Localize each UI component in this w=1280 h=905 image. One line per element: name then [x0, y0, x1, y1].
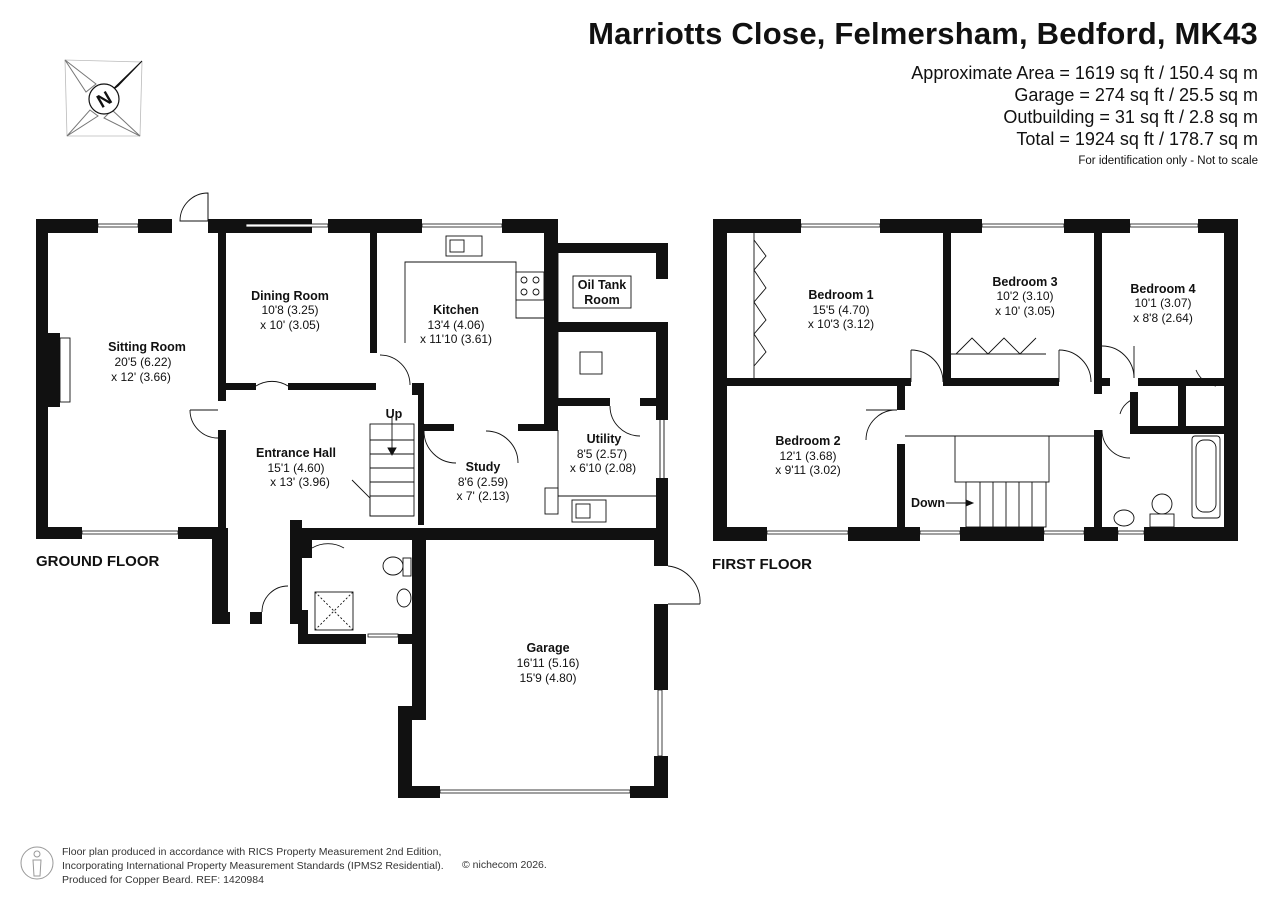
- room-kitchen-name: Kitchen: [433, 303, 479, 317]
- footer-copyright: © nichecom 2026.: [462, 859, 547, 871]
- compass-icon: N: [64, 59, 143, 137]
- area-outbuilding: Outbuilding = 31 sq ft / 2.8 sq m: [1003, 107, 1258, 127]
- room-study-dim2: x 7' (2.13): [457, 489, 510, 503]
- room-study-dim1: 8'6 (2.59): [458, 475, 508, 489]
- ground-floor-label: GROUND FLOOR: [36, 553, 160, 570]
- room-entrance-dim1: 15'1 (4.60): [268, 461, 325, 475]
- footer-line-2: Incorporating International Property Mea…: [62, 860, 444, 872]
- room-bed4-dim2: x 8'8 (2.64): [1133, 311, 1193, 325]
- area-approx: Approximate Area = 1619 sq ft / 150.4 sq…: [911, 63, 1258, 83]
- footer-line-3: Produced for Copper Beard. REF: 1420984: [62, 874, 264, 886]
- room-utility-dim2: x 6'10 (2.08): [570, 461, 636, 475]
- first-floor-details: [753, 233, 1221, 528]
- room-entrance-dim2: x 13' (3.96): [270, 475, 330, 489]
- room-utility-name: Utility: [587, 432, 622, 446]
- first-floor-label: FIRST FLOOR: [712, 556, 812, 573]
- room-bed1-dim2: x 10'3 (3.12): [808, 317, 874, 331]
- room-sitting-name: Sitting Room: [108, 340, 186, 354]
- scale-note: For identification only - Not to scale: [1078, 155, 1258, 167]
- ground-floor-walls: [36, 219, 668, 798]
- room-utility-dim1: 8'5 (2.57): [577, 447, 627, 461]
- ground-floor-details: [59, 192, 701, 706]
- footer-text: Floor plan produced in accordance with R…: [62, 845, 444, 887]
- room-bed1-name: Bedroom 1: [808, 288, 873, 302]
- room-sitting-dim2: x 12' (3.66): [111, 370, 171, 384]
- room-bed2-name: Bedroom 2: [775, 434, 840, 448]
- room-bed4-name: Bedroom 4: [1130, 282, 1195, 296]
- room-dining-dim2: x 10' (3.05): [260, 318, 320, 332]
- room-entrance-name: Entrance Hall: [256, 446, 336, 460]
- footer-line-1: Floor plan produced in accordance with R…: [62, 846, 442, 858]
- room-dining-dim1: 10'8 (3.25): [262, 303, 319, 317]
- room-bed3-name: Bedroom 3: [992, 275, 1057, 289]
- room-garage-dim1: 16'11 (5.16): [517, 656, 580, 670]
- room-bed4-dim1: 10'1 (3.07): [1135, 296, 1192, 310]
- room-study-name: Study: [466, 460, 501, 474]
- room-bed3-dim1: 10'2 (3.10): [997, 289, 1054, 303]
- area-garage: Garage = 274 sq ft / 25.5 sq m: [1014, 85, 1258, 105]
- room-garage-dim2: 15'9 (4.80): [520, 671, 577, 685]
- room-sitting-dim1: 20'5 (6.22): [115, 355, 172, 369]
- room-kitchen-dim2: x 11'10 (3.61): [420, 332, 492, 346]
- area-summary: Approximate Area = 1619 sq ft / 150.4 sq…: [911, 62, 1258, 150]
- room-dining-name: Dining Room: [251, 289, 329, 303]
- area-total: Total = 1924 sq ft / 178.7 sq m: [1016, 129, 1258, 149]
- room-kitchen-dim1: 13'4 (4.06): [428, 318, 485, 332]
- room-bed3-dim2: x 10' (3.05): [995, 304, 1055, 318]
- stairs-down-label: Down: [911, 496, 945, 510]
- room-garage-name: Garage: [526, 641, 569, 655]
- room-oiltank-line1: Oil Tank: [578, 278, 626, 292]
- room-bed1-dim1: 15'5 (4.70): [813, 303, 870, 317]
- room-bed2-dim1: 12'1 (3.68): [780, 449, 837, 463]
- room-oiltank-line2: Room: [584, 293, 619, 307]
- person-icon: [20, 846, 54, 880]
- stairs-up-label: Up: [386, 407, 403, 421]
- first-floor-walls: [713, 219, 1238, 541]
- page-title: Marriotts Close, Felmersham, Bedford, MK…: [588, 16, 1258, 51]
- room-bed2-dim2: x 9'11 (3.02): [775, 463, 840, 477]
